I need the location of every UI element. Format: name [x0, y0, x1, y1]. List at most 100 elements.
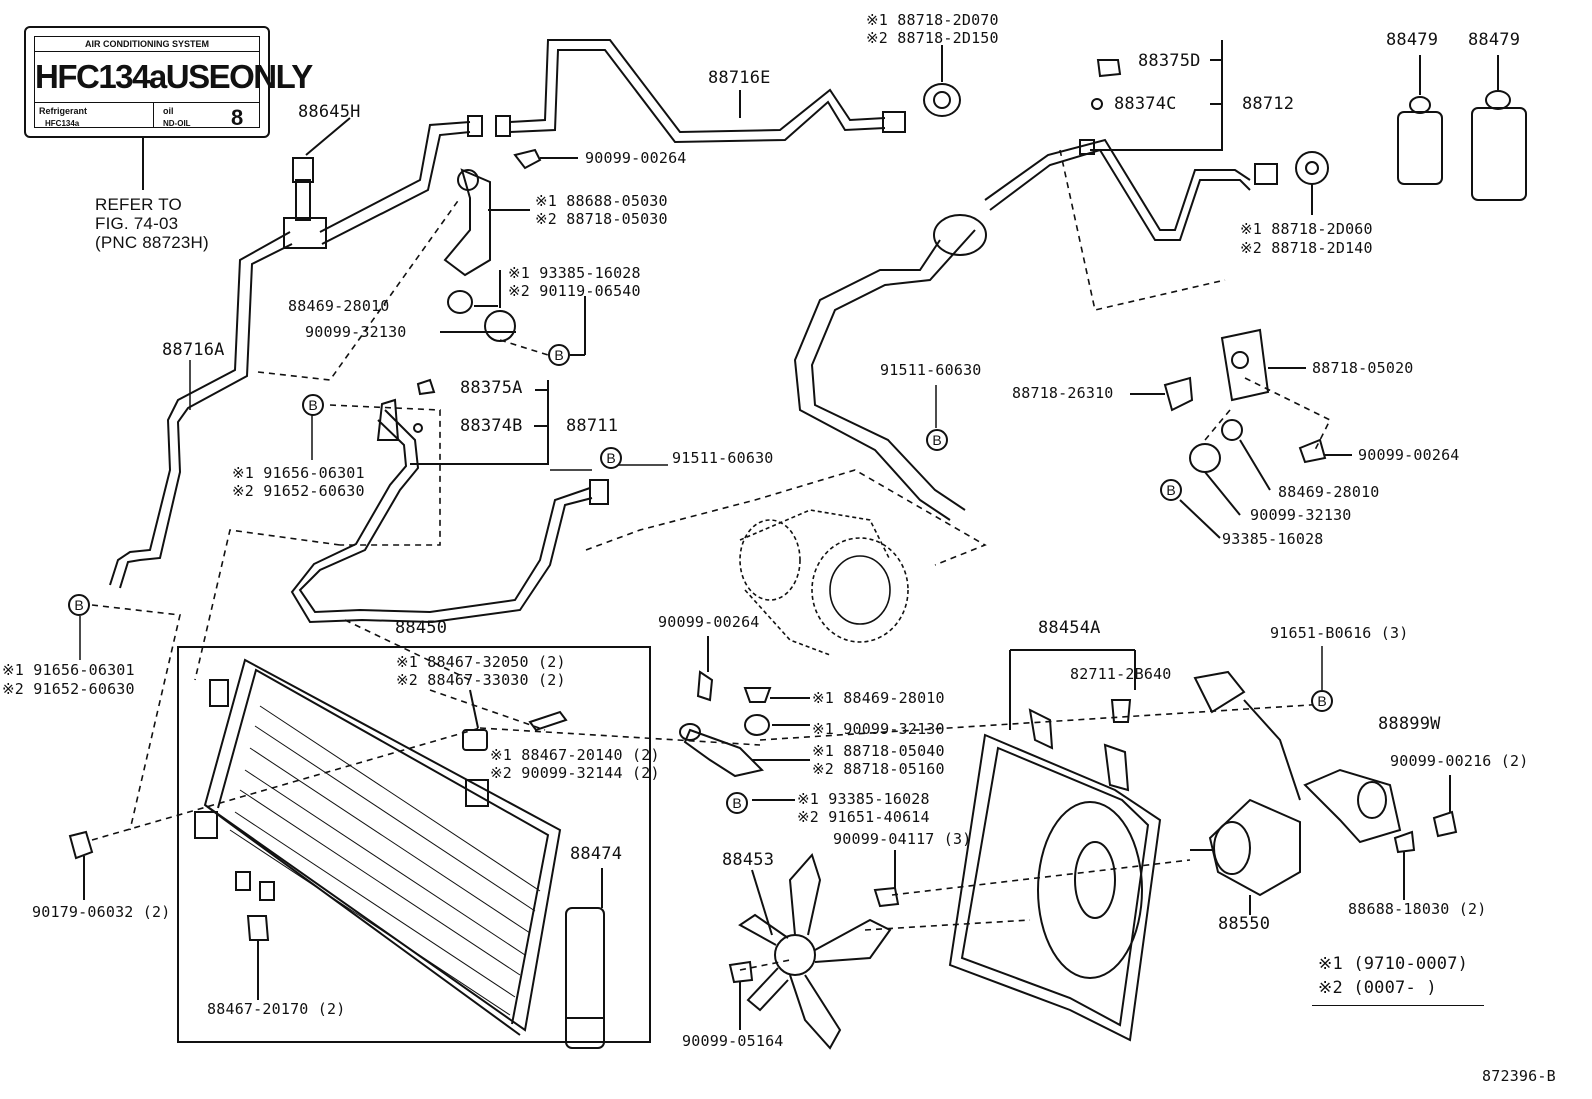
ac-label-main: HFC134aUSEONLY [35, 52, 313, 103]
part-label-88688-18030: 88688-18030 (2) [1348, 900, 1487, 918]
part-label-88711: 88711 [566, 416, 619, 436]
cushion [462, 729, 488, 751]
part-label-88712: 88712 [1242, 94, 1295, 114]
callout-b: B [302, 394, 324, 416]
part-label-88716A: 88716A [162, 340, 225, 360]
part-label-91651-B0616: 91651-B0616 (3) [1270, 624, 1409, 642]
part-label-188467-20140: ※1 88467-20140 (2) [490, 746, 660, 764]
part-label-288467-33030: ※2 88467-33030 (2) [396, 671, 566, 689]
ac-label-inner: AIR CONDITIONING SYSTEM HFC134aUSEONLY R… [34, 36, 313, 130]
muffler [933, 214, 987, 256]
pipe-fitting [1254, 163, 1278, 185]
refrigerant-label: Refrigerant [39, 106, 88, 116]
part-label-188688-05030: ※1 88688-05030 [535, 192, 668, 210]
part-label-90099-32130-b: 90099-32130 [1250, 506, 1352, 524]
pressure-switch-88645H [283, 117, 351, 249]
part-label-88375D: 88375D [1138, 51, 1201, 71]
part-label-90099-00264-b: 90099-00264 [1358, 446, 1460, 464]
part-label-90099-05164: 90099-05164 [682, 1032, 784, 1050]
bracket-88718-05030 [440, 148, 586, 356]
bracket-88718-05020 [1130, 328, 1352, 539]
part-label-193385-16028-a: ※1 93385-16028 [508, 264, 641, 282]
part-label-88716E: 88716E [708, 68, 771, 88]
condenser-fins [229, 705, 541, 1016]
part-label-88469-28010-a: 88469-28010 [288, 297, 390, 315]
bolt-88467-20170 [246, 915, 270, 941]
clip-82711 [1110, 699, 1132, 723]
part-label-290099-32144: ※2 90099-32144 (2) [490, 764, 660, 782]
part-label-88453: 88453 [722, 850, 775, 870]
refer-line2: FIG. 74-03 [95, 214, 179, 233]
part-label-88479-b: 88479 [1468, 30, 1521, 50]
part-label-190099-32130: ※1 90099-32130 [812, 720, 945, 738]
legend-underline [1312, 1005, 1484, 1006]
receiver-88474 [565, 868, 605, 1049]
oil-label: oil [163, 106, 174, 116]
part-label-88450: 88450 [395, 618, 448, 638]
fan-shroud-88454A [948, 649, 1162, 1042]
part-label-88550: 88550 [1218, 914, 1271, 934]
figure-id: 872396-B [1482, 1067, 1556, 1085]
pipe-fitting [467, 115, 483, 137]
bracket-88718-05040 [679, 636, 810, 801]
oil-value: ND-OIL [163, 119, 191, 128]
bracket-88899W [1303, 768, 1458, 900]
part-label-91511-60630-b: 91511-60630 [880, 361, 982, 379]
part-label-291652-60630-b: ※2 91652-60630 [2, 680, 135, 698]
part-label-88718-26310: 88718-26310 [1012, 384, 1114, 402]
condenser-frame-box [177, 646, 651, 1043]
part-label-188718-05040: ※1 88718-05040 [812, 742, 945, 760]
part-label-191656-06301-b: ※1 91656-06301 [2, 661, 135, 679]
pipe-fitting [495, 115, 511, 137]
fan-88453 [738, 853, 892, 1050]
cap-88375A [416, 378, 436, 396]
refer-line3: (PNC 88723H) [95, 233, 209, 252]
legend-row2: ※2 (0007- ) [1318, 978, 1437, 998]
dashed-guide-lines [91, 149, 1332, 971]
ac-label-bottom: Refrigerant HFC134a oil ND-OIL 8 [35, 103, 259, 130]
part-label-82711-2B640: 82711-2B640 [1070, 665, 1172, 683]
bolt [528, 710, 568, 732]
callout-b: B [600, 447, 622, 469]
part-label-188718-2D060: ※1 88718-2D060 [1240, 220, 1373, 238]
part-label-188467-32050: ※1 88467-32050 (2) [396, 653, 566, 671]
ac-label-header: AIR CONDITIONING SYSTEM [35, 37, 259, 52]
leader-lines [79, 360, 1323, 706]
part-label-288718-05030: ※2 88718-05030 [535, 210, 668, 228]
part-label-188718-2D070: ※1 88718-2D070 [866, 11, 999, 29]
part-label-88479-a: 88479 [1386, 30, 1439, 50]
part-label-88899W: 88899W [1378, 714, 1441, 734]
nut-90099-05164 [728, 960, 754, 984]
ac-warning-label: AIR CONDITIONING SYSTEM HFC134aUSEONLY R… [24, 26, 313, 138]
compressor [739, 509, 909, 656]
part-label-88374B: 88374B [460, 416, 523, 436]
refrigerant-value: HFC134a [45, 119, 80, 128]
part-label-88467-20170: 88467-20170 (2) [207, 1000, 346, 1018]
part-label-88454A: 88454A [1038, 618, 1101, 638]
pipe-88716E [509, 39, 886, 144]
part-label-88374C: 88374C [1114, 94, 1177, 114]
part-label-90099-00264-a: 90099-00264 [585, 149, 687, 167]
cap-88375D [1096, 59, 1122, 78]
part-label-191656-06301-a: ※1 91656-06301 [232, 464, 365, 482]
callout-b: B [1311, 690, 1333, 712]
part-label-91511-60630-a: 91511-60630 [672, 449, 774, 467]
part-label-88375A: 88375A [460, 378, 523, 398]
part-label-193385-16028-b: ※1 93385-16028 [797, 790, 930, 808]
bolt-90179 [68, 830, 94, 860]
part-label-90099-04117: 90099-04117 (3) [833, 830, 972, 848]
fan-motor-88550 [1190, 670, 1301, 915]
callout-b: B [548, 344, 570, 366]
pipe-88716A [109, 121, 471, 589]
callout-b: B [726, 792, 748, 814]
part-label-290119-06540: ※2 90119-06540 [508, 282, 641, 300]
bolt-90099-04117 [873, 886, 900, 908]
part-label-288718-2D150: ※2 88718-2D150 [866, 29, 999, 47]
grommet-2D060 [1295, 151, 1329, 185]
callout-b: B [1160, 479, 1182, 501]
part-label-90179-06032: 90179-06032 (2) [32, 903, 171, 921]
refrigerant-can-b [1471, 55, 1527, 201]
refrigerant-can-a [1397, 55, 1443, 185]
grommet-2D070 [923, 83, 961, 117]
